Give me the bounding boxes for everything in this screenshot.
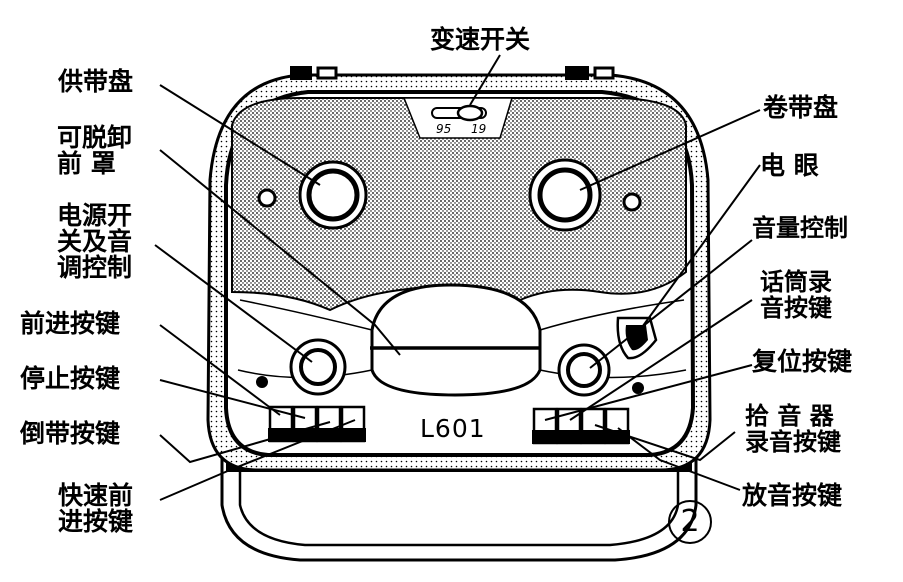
handle-lug-right-2	[593, 66, 615, 80]
label-forward-key: 前进按键	[20, 309, 121, 338]
handle-lug-right	[565, 66, 589, 80]
label-supply-reel: 供带盘	[58, 67, 134, 96]
leader-fast-forward	[159, 419, 356, 501]
label-magic-eye: 电 眼	[760, 151, 819, 180]
label-rewind-key: 倒带按键	[20, 419, 121, 448]
magic-eye-window	[625, 325, 648, 351]
label-power-tone-2: 关及音	[57, 227, 133, 256]
label-mic-record-2: 音按键	[760, 293, 832, 322]
leader-volume	[589, 239, 753, 369]
label-reset-key: 复位按键	[752, 347, 853, 376]
leader-rewind	[159, 421, 331, 464]
right-key-base	[532, 430, 630, 444]
label-front-cover-2: 前 罩	[57, 149, 116, 178]
leader-mic-record	[569, 299, 753, 421]
label-pickup-record-2: 录音按键	[745, 427, 841, 456]
label-fast-forward-1: 快速前	[58, 481, 134, 510]
leader-takeup-reel	[579, 109, 761, 191]
label-front-cover-1: 可脱卸	[57, 123, 133, 152]
label-stop-key: 停止按键	[20, 364, 121, 393]
label-volume-control: 音量控制	[752, 213, 848, 242]
label-play-key: 放音按键	[742, 481, 843, 510]
volume-knob	[566, 352, 602, 388]
leader-forward	[159, 324, 281, 416]
leader-reset	[544, 364, 753, 421]
power-tone-knob	[299, 348, 337, 386]
panel-ridge-left	[239, 299, 373, 331]
leader-magic-eye	[639, 164, 761, 331]
panel-ridge-right	[539, 299, 685, 331]
leader-lines	[154, 54, 761, 501]
label-power-tone-3: 调控制	[57, 253, 133, 282]
label-fast-forward-2: 进按键	[58, 507, 134, 536]
supply-reel-hub	[306, 168, 360, 222]
head-cover	[370, 283, 542, 397]
speed-switch-knob	[456, 104, 484, 122]
speed-mark-left: 95	[436, 122, 452, 136]
front-cover	[231, 97, 687, 312]
handle-lug-left	[290, 66, 312, 80]
side-hole-right	[632, 382, 644, 394]
cover-screw-left	[257, 188, 277, 208]
label-power-tone-1: 电源开	[57, 201, 133, 230]
label-mic-record-1: 话筒录	[760, 267, 832, 296]
label-pickup-record-1: 拾 音 器	[745, 401, 834, 430]
model-label: L601	[420, 414, 486, 443]
leader-supply-reel	[159, 84, 321, 186]
side-hole-left	[256, 376, 268, 388]
leader-play	[617, 427, 741, 491]
right-key-bank	[532, 407, 630, 445]
handle-lug-left-2	[316, 66, 338, 80]
speed-mark-right: 19	[471, 122, 487, 136]
leader-front-cover	[159, 149, 401, 356]
cover-screw-right	[622, 192, 642, 212]
figure-number-badge: 2	[668, 500, 712, 544]
leader-power-tone	[154, 244, 313, 363]
takeup-reel-hub	[537, 167, 593, 223]
panel-ridge-right-2	[539, 369, 687, 379]
label-takeup-reel: 卷带盘	[763, 93, 839, 122]
leader-speed-switch	[469, 54, 501, 106]
leader-stop	[159, 379, 306, 419]
label-speed-switch: 变速开关	[430, 25, 531, 54]
